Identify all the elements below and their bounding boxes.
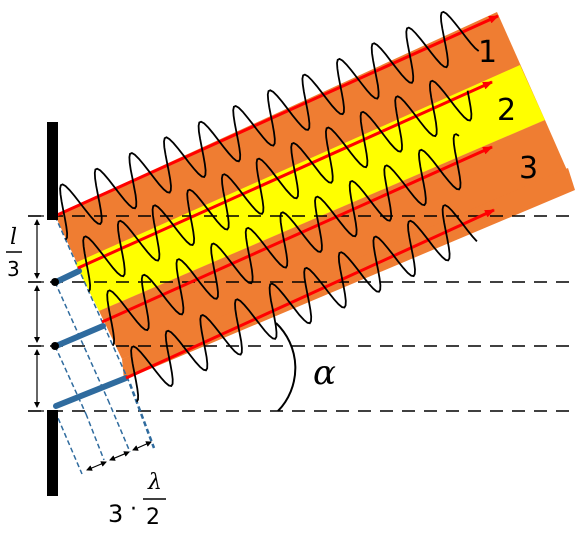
wave-2 — [82, 79, 473, 293]
ray-4 — [125, 208, 495, 380]
slit-point-3 — [51, 342, 59, 350]
ray-1 — [54, 14, 499, 218]
angle-label: α — [313, 353, 336, 393]
ray-2 — [77, 80, 493, 270]
ray-3 — [101, 145, 493, 324]
path-diff-denominator: 2 — [146, 505, 160, 530]
construction-lines — [54, 215, 156, 475]
path-difference-segments — [53, 268, 129, 409]
angle-arc — [275, 322, 297, 412]
beam-number-2: 2 — [497, 93, 516, 128]
screen-upper — [47, 122, 58, 220]
beam-number-3: 3 — [519, 151, 538, 186]
path-diff-numerator: λ — [147, 470, 162, 495]
beam-number-1: 1 — [478, 35, 497, 70]
wave-4 — [130, 204, 478, 403]
slit-point-2 — [51, 278, 59, 286]
wave-3 — [106, 133, 462, 347]
wavelength-dimension-arrows — [86, 441, 152, 471]
reference-lines — [28, 215, 572, 412]
slit-length-numerator: l — [10, 225, 17, 250]
beam-band-2 — [75, 65, 545, 311]
wave-1 — [59, 10, 480, 241]
waves — [59, 10, 480, 403]
segment-dimension-arrows — [28, 215, 44, 412]
path-diff-dot: · — [130, 497, 137, 522]
rays — [54, 14, 499, 380]
path-diff-factor: 3 — [108, 500, 123, 528]
slit-length-denominator: 3 — [7, 257, 20, 281]
screen-lower — [47, 410, 58, 496]
